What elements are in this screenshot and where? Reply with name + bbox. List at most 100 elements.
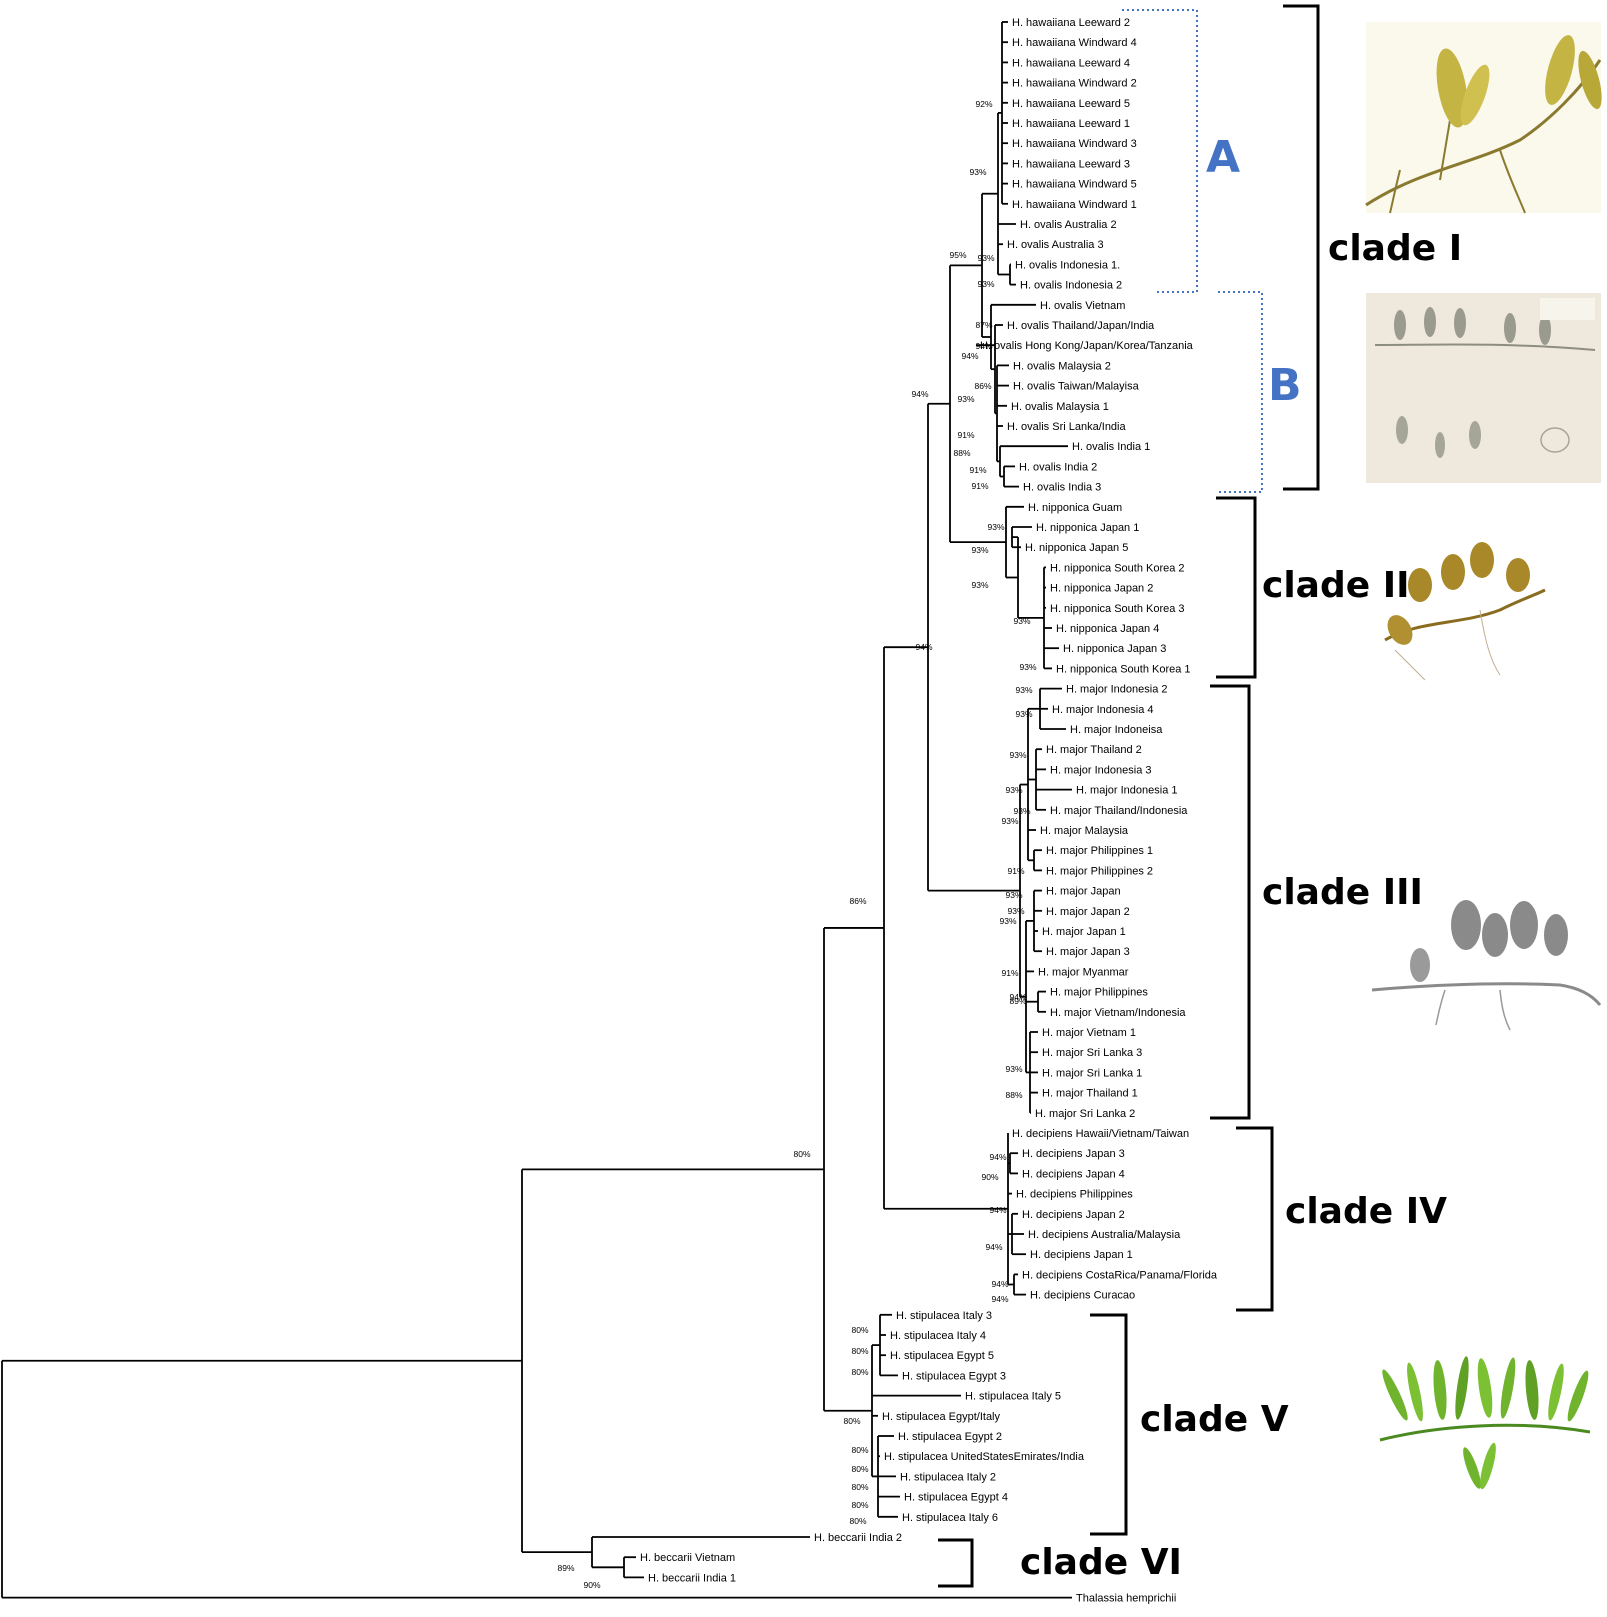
taxon-label: H. stipulacea UnitedStatesEmirates/India bbox=[884, 1451, 1085, 1463]
bootstrap-label: 94% bbox=[985, 1242, 1002, 1252]
bootstrap-label: 93% bbox=[1013, 616, 1030, 626]
taxon-label: H. decipiens Curacao bbox=[1030, 1290, 1135, 1302]
bootstrap-label: 93% bbox=[987, 522, 1004, 532]
taxon-label: H. stipulacea Egypt 2 bbox=[898, 1431, 1002, 1443]
taxon-label: H. hawaiiana Leeward 4 bbox=[1012, 57, 1130, 69]
taxon-label: H. hawaiiana Leeward 3 bbox=[1012, 158, 1130, 170]
taxon-label: H. major Thailand/Indonesia bbox=[1050, 805, 1188, 817]
taxon-label: H. ovalis Vietnam bbox=[1040, 300, 1125, 312]
bootstrap-label: 93% bbox=[969, 167, 986, 177]
bootstrap-label: 91% bbox=[971, 481, 988, 491]
taxon-label: H. nipponica Guam bbox=[1028, 502, 1122, 514]
taxon-label: H. major Thailand 2 bbox=[1046, 744, 1142, 756]
taxon-label: H. ovalis Hong Kong/Japan/Korea/Tanzania bbox=[980, 340, 1194, 352]
bootstrap-label: 88% bbox=[1005, 1090, 1022, 1100]
taxon-label: H. decipiens Australia/Malaysia bbox=[1028, 1229, 1181, 1241]
bootstrap-label: 91% bbox=[1007, 866, 1024, 876]
taxon-label: H. major Indonesia 2 bbox=[1066, 684, 1168, 696]
taxon-label: H. major Japan 1 bbox=[1042, 926, 1126, 938]
bootstrap-label: 80% bbox=[851, 1346, 868, 1356]
taxon-label: H. beccarii India 2 bbox=[814, 1532, 902, 1544]
taxon-label: H. major Indonesia 1 bbox=[1076, 785, 1178, 797]
bootstrap-label: 93% bbox=[1015, 685, 1032, 695]
bootstrap-label: 93% bbox=[1019, 662, 1036, 672]
clade-VI-bracket bbox=[938, 1540, 972, 1586]
taxon-label: H. stipulacea Italy 4 bbox=[890, 1330, 986, 1342]
bootstrap-label: 93% bbox=[999, 916, 1016, 926]
bootstrap-label: 94% bbox=[989, 1205, 1006, 1215]
taxon-label: H. major Japan 2 bbox=[1046, 906, 1130, 918]
taxon-label: H. beccarii India 1 bbox=[648, 1572, 736, 1584]
taxon-label: H. hawaiiana Leeward 2 bbox=[1012, 17, 1130, 29]
bootstrap-label: 93% bbox=[1005, 785, 1022, 795]
taxon-label: H. major Sri Lanka 2 bbox=[1035, 1108, 1135, 1120]
taxon-labels: H. hawaiiana Leeward 2 H. hawaiiana Windw… bbox=[640, 17, 1218, 1605]
taxon-label: H. major Indonesia 4 bbox=[1052, 704, 1154, 716]
taxon-label: H. major Vietnam/Indonesia bbox=[1050, 1007, 1186, 1019]
taxon-label: H. ovalis India 2 bbox=[1019, 461, 1097, 473]
bootstrap-label: 80% bbox=[851, 1325, 868, 1335]
taxon-label: H. decipiens Japan 3 bbox=[1022, 1148, 1125, 1160]
bootstrap-label: 89% bbox=[1009, 996, 1026, 1006]
taxon-label: H. hawaiiana Windward 5 bbox=[1012, 179, 1137, 191]
taxon-label: H. nipponica Japan 3 bbox=[1063, 643, 1166, 655]
taxon-label: H. major Philippines 2 bbox=[1046, 865, 1153, 877]
taxon-label: H. ovalis Australia 2 bbox=[1020, 219, 1117, 231]
taxon-label: H. hawaiiana Leeward 5 bbox=[1012, 98, 1130, 110]
taxon-label: H. nipponica Japan 2 bbox=[1050, 583, 1153, 595]
bootstrap-label: 93% bbox=[977, 253, 994, 263]
taxon-label: H. hawaiiana Windward 2 bbox=[1012, 78, 1137, 90]
taxon-label: H. major Sri Lanka 3 bbox=[1042, 1047, 1142, 1059]
bootstrap-label: 93% bbox=[1001, 816, 1018, 826]
bootstrap-label: 93% bbox=[1015, 709, 1032, 719]
taxon-label: H. hawaiiana Leeward 1 bbox=[1012, 118, 1130, 130]
subgroup-A-outline bbox=[1122, 10, 1197, 292]
bootstrap-label: 93% bbox=[971, 545, 988, 555]
taxon-label: H. hawaiiana Windward 3 bbox=[1012, 138, 1137, 150]
subgroup-B-outline bbox=[1218, 292, 1262, 492]
taxon-label: H. major Vietnam 1 bbox=[1042, 1027, 1136, 1039]
bootstrap-label: 80% bbox=[849, 1516, 866, 1526]
bootstrap-label: 93% bbox=[971, 580, 988, 590]
taxon-label: H. hawaiiana Windward 4 bbox=[1012, 37, 1137, 49]
bootstrap-label: 87% bbox=[975, 320, 992, 330]
bootstrap-label: 92% bbox=[975, 99, 992, 109]
taxon-label: H. ovalis Australia 3 bbox=[1007, 239, 1104, 251]
taxon-label: H. stipulacea Italy 2 bbox=[900, 1471, 996, 1483]
taxon-label: H. major Japan 3 bbox=[1046, 946, 1130, 958]
clade-III-label: clade III bbox=[1262, 872, 1423, 913]
bootstrap-label: 94% bbox=[991, 1294, 1008, 1304]
clade-V-bracket bbox=[1090, 1315, 1126, 1534]
taxon-label: H. major Thailand 1 bbox=[1042, 1088, 1138, 1100]
taxon-label: H. major Malaysia bbox=[1040, 825, 1129, 837]
clade-V-label: clade V bbox=[1140, 1399, 1289, 1440]
bootstrap-label: 94% bbox=[961, 351, 978, 361]
clade-I-bracket bbox=[1283, 6, 1318, 489]
taxon-label: Thalassia hemprichii bbox=[1076, 1593, 1176, 1605]
taxon-label: H. stipulacea Egypt 5 bbox=[890, 1350, 994, 1362]
taxon-label: H. ovalis Indonesia 1. bbox=[1015, 259, 1120, 271]
clade-I-label: clade I bbox=[1328, 228, 1462, 269]
subgroup-A-label: A bbox=[1206, 132, 1240, 183]
taxon-label: H. nipponica South Korea 1 bbox=[1056, 663, 1191, 675]
clade-II-label: clade II bbox=[1262, 565, 1409, 606]
taxon-label: H. nipponica Japan 4 bbox=[1056, 623, 1159, 635]
taxon-label: H. major Japan bbox=[1046, 886, 1121, 898]
bootstrap-label: 80% bbox=[851, 1482, 868, 1492]
taxon-label: H. beccarii Vietnam bbox=[640, 1552, 735, 1564]
taxon-label: H. decipiens Japan 4 bbox=[1022, 1168, 1125, 1180]
bootstrap-label: 94% bbox=[911, 389, 928, 399]
taxon-label: H. major Indoneisa bbox=[1070, 724, 1163, 736]
taxon-label: H. nipponica South Korea 2 bbox=[1050, 562, 1185, 574]
bootstrap-label: 91% bbox=[1001, 968, 1018, 978]
subgroup-B-label: B bbox=[1268, 360, 1302, 411]
clade-III-specimen-photo bbox=[1372, 900, 1600, 1030]
bootstrap-label: 80% bbox=[793, 1149, 810, 1159]
bootstrap-label: 91% bbox=[969, 465, 986, 475]
bootstrap-label: 93% bbox=[1005, 890, 1022, 900]
taxon-label: H. stipulacea Egypt 3 bbox=[902, 1370, 1006, 1382]
taxon-label: H. stipulacea Egypt 4 bbox=[904, 1492, 1008, 1504]
bootstrap-label: 80% bbox=[851, 1464, 868, 1474]
taxon-label: H. ovalis Sri Lanka/India bbox=[1007, 421, 1126, 433]
taxon-label: H. nipponica Japan 1 bbox=[1036, 522, 1139, 534]
